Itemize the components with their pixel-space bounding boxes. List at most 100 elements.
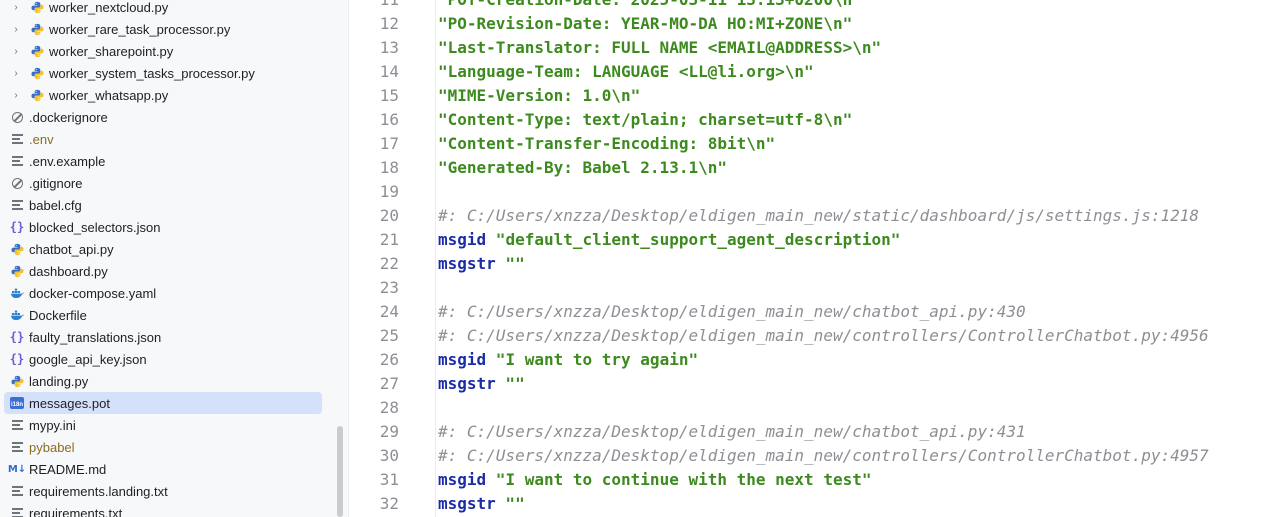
comment-token: #: C:/Users/xnzza/Desktop/eldigen_main_n… — [438, 422, 1026, 441]
line-number: 18 — [379, 158, 399, 177]
code-line[interactable]: msgstr "" — [438, 372, 525, 396]
tree-item[interactable]: requirements.landing.txt — [4, 480, 322, 502]
tree-item-label: docker-compose.yaml — [29, 285, 157, 301]
tree-item[interactable]: ›worker_sharepoint.py — [4, 40, 322, 62]
text-file-icon — [10, 198, 24, 212]
line-number: 28 — [379, 398, 399, 417]
code-line[interactable]: "Content-Type: text/plain; charset=utf-8… — [438, 108, 852, 132]
tree-item[interactable]: .gitignore — [4, 172, 322, 194]
string-token: "" — [495, 374, 525, 393]
comment-token: #: C:/Users/xnzza/Desktop/eldigen_main_n… — [438, 446, 1209, 465]
code-line[interactable]: "POT-Creation-Date: 2025-03-11 13:13+020… — [438, 0, 862, 12]
code-line[interactable]: msgstr "" — [438, 492, 525, 516]
code-line[interactable]: #: C:/Users/xnzza/Desktop/eldigen_main_n… — [438, 204, 1199, 228]
tree-item[interactable]: › worker_system_tasks_processor.py — [4, 62, 322, 84]
tree-item[interactable]: i18n messages.pot — [4, 392, 322, 414]
chevron-right-icon[interactable]: › — [14, 89, 18, 101]
code-line[interactable]: msgid "default_client_support_agent_desc… — [438, 228, 900, 252]
chevron-right-icon[interactable]: › — [14, 23, 18, 35]
chevron-right-icon[interactable]: › — [14, 67, 18, 79]
string-token: "" — [495, 494, 525, 513]
tree-item[interactable]: landing.py — [4, 370, 322, 392]
string-token: "Language-Team: LANGUAGE <LL@li.org>\n" — [438, 62, 814, 81]
text-file-icon — [10, 506, 24, 517]
code-line[interactable]: "MIME-Version: 1.0\n" — [438, 84, 640, 108]
tree-item[interactable]: .env.example — [4, 150, 322, 172]
comment-token: #: C:/Users/xnzza/Desktop/eldigen_main_n… — [438, 302, 1026, 321]
tree-item-label: dashboard.py — [29, 263, 108, 279]
tree-item[interactable]: pybabel — [4, 436, 322, 458]
code-line[interactable]: #: C:/Users/xnzza/Desktop/eldigen_main_n… — [438, 420, 1026, 444]
gutter-divider — [435, 0, 436, 517]
tree-item[interactable]: ›worker_rare_task_processor.py — [4, 18, 322, 40]
code-line[interactable]: #: C:/Users/xnzza/Desktop/eldigen_main_n… — [438, 324, 1209, 348]
tree-item[interactable]: babel.cfg — [4, 194, 322, 216]
code-line[interactable]: "Language-Team: LANGUAGE <LL@li.org>\n" — [438, 60, 814, 84]
chevron-right-icon[interactable]: › — [14, 45, 18, 57]
tree-item-label: landing.py — [29, 373, 89, 389]
json-icon: {} — [9, 330, 25, 344]
string-token: "I want to continue with the next test" — [486, 470, 872, 489]
tree-item[interactable]: docker-compose.yaml — [4, 282, 322, 304]
tree-item-label: blocked_selectors.json — [29, 219, 161, 235]
tree-item-label: requirements.txt — [29, 505, 123, 517]
code-line[interactable]: #: C:/Users/xnzza/Desktop/eldigen_main_n… — [438, 300, 1026, 324]
tree-item[interactable]: {}faulty_translations.json — [4, 326, 322, 348]
docker-icon — [10, 308, 24, 322]
chevron-right-icon[interactable]: › — [14, 1, 18, 13]
tree-item-label: worker_whatsapp.py — [49, 87, 169, 103]
code-line[interactable]: msgstr "" — [438, 252, 525, 276]
tree-item[interactable]: .dockerignore — [4, 106, 322, 128]
tree-item-label: google_api_key.json — [29, 351, 147, 367]
tree-item[interactable]: mypy.ini — [4, 414, 322, 436]
code-line[interactable]: "Generated-By: Babel 2.13.1\n" — [438, 156, 727, 180]
project-tree-scrollbar[interactable] — [337, 426, 343, 517]
code-line[interactable]: #: C:/Users/xnzza/Desktop/eldigen_main_n… — [438, 444, 1209, 468]
python-icon — [30, 0, 44, 14]
code-line[interactable]: "PO-Revision-Date: YEAR-MO-DA HO:MI+ZONE… — [438, 12, 852, 36]
tree-item-label: chatbot_api.py — [29, 241, 114, 257]
docker-icon — [10, 286, 24, 300]
tree-item[interactable]: M↓README.md — [4, 458, 322, 480]
code-line[interactable]: "Last-Translator: FULL NAME <EMAIL@ADDRE… — [438, 36, 881, 60]
tree-item[interactable]: .env — [4, 128, 322, 150]
keyword-token: msgid — [438, 350, 487, 369]
tree-item-label: mypy.ini — [29, 417, 76, 433]
tree-item-label: babel.cfg — [29, 197, 82, 213]
tree-item-label: .env.example — [29, 153, 106, 169]
tree-item[interactable]: {} blocked_selectors.json — [4, 216, 322, 238]
line-number: 32 — [379, 494, 399, 513]
code-line[interactable]: msgid "I want to try again" — [438, 348, 698, 372]
line-number: 11 — [349, 0, 399, 12]
tree-item[interactable]: › worker_whatsapp.py — [4, 84, 322, 106]
keyword-token: msgid — [438, 470, 487, 489]
tree-item[interactable]: ›worker_nextcloud.py — [4, 0, 322, 18]
tree-item[interactable]: {} google_api_key.json — [4, 348, 322, 370]
i18n-icon: i18n — [10, 396, 24, 410]
python-icon — [30, 88, 44, 102]
keyword-token: msgstr — [438, 254, 496, 273]
tree-item-label: requirements.landing.txt — [29, 483, 168, 499]
tree-item-label: messages.pot — [29, 395, 110, 411]
line-number: 20 — [379, 206, 399, 225]
json-icon: {} — [9, 220, 25, 234]
code-line[interactable]: "Content-Transfer-Encoding: 8bit\n" — [438, 132, 775, 156]
tree-item[interactable]: Dockerfile — [4, 304, 322, 326]
code-line[interactable]: msgid "I want to continue with the next … — [438, 468, 871, 492]
tree-item-label: worker_system_tasks_processor.py — [49, 65, 255, 81]
string-token: "PO-Revision-Date: YEAR-MO-DA HO:MI+ZONE… — [438, 14, 853, 33]
tree-item-label: Dockerfile — [29, 307, 87, 323]
json-icon: {} — [9, 352, 25, 366]
code-editor[interactable]: 11 "POT-Creation-Date: 2025-03-11 13:13+0… — [349, 0, 1273, 517]
line-number: 17 — [379, 134, 399, 153]
line-number: 12 — [379, 14, 399, 33]
tree-item[interactable]: chatbot_api.py — [4, 238, 322, 260]
line-number: 15 — [379, 86, 399, 105]
text-file-icon — [10, 440, 24, 454]
python-icon — [10, 374, 24, 388]
string-token: "default_client_support_agent_descriptio… — [486, 230, 901, 249]
tree-item[interactable]: requirements.txt — [4, 502, 322, 517]
python-icon — [30, 66, 44, 80]
tree-item[interactable]: dashboard.py — [4, 260, 322, 282]
tree-item-label: .env — [29, 131, 54, 147]
